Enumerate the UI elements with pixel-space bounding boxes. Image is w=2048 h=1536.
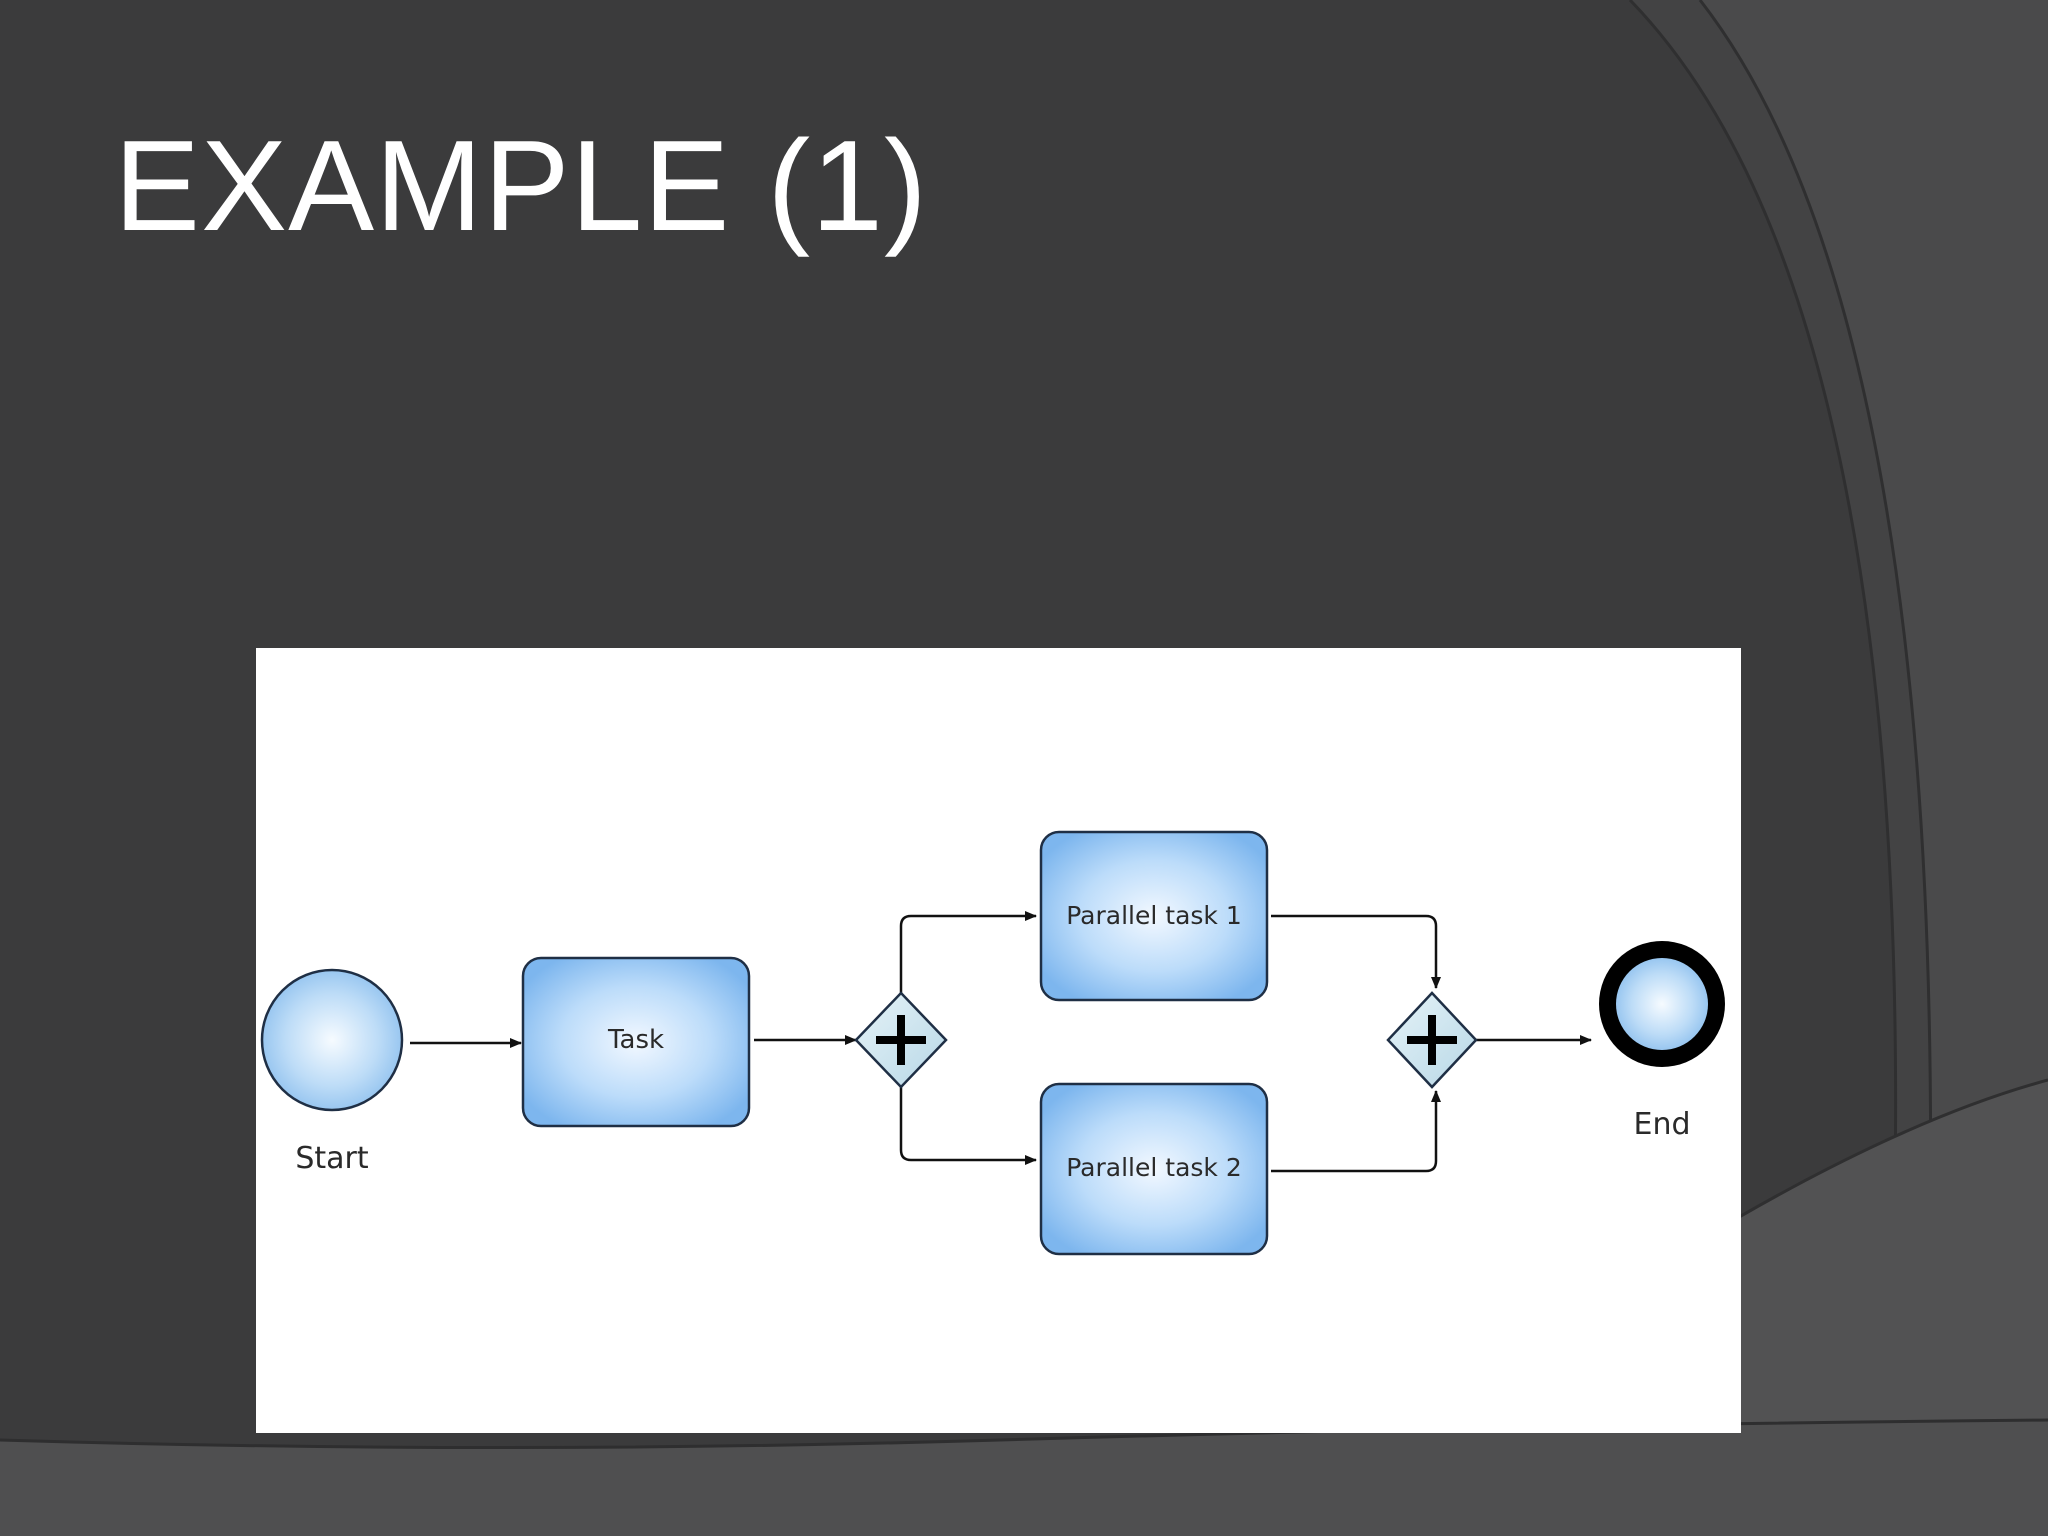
end-event-inner [1616,958,1708,1050]
plus-icon [876,1015,926,1065]
start-event-circle [260,968,404,1112]
edges [410,911,1592,1173]
parallel-task-2-node: Parallel task 2 [1039,1082,1269,1256]
plus-icon [1407,1015,1457,1065]
parallel-task-2-box [1039,1082,1269,1256]
join-gateway [1386,991,1478,1089]
bpmn-diagram: Start Task Parallel task 1 Parallel task… [256,648,1741,1433]
edge-split-to-parallel-task-1 [899,911,1037,993]
slide-title: EXAMPLE (1) [114,114,928,258]
parallel-task-2-label: Parallel task 2 [1066,1153,1242,1182]
split-gateway [854,991,948,1089]
end-event: End [1599,941,1725,1142]
edge-split-to-parallel-task-2 [899,1086,1037,1165]
edge-parallel-task-2-to-join [1271,1090,1441,1173]
start-event: Start [260,968,404,1176]
parallel-task-1-label: Parallel task 1 [1066,901,1242,930]
end-event-label: End [1633,1107,1690,1142]
parallel-task-1-node: Parallel task 1 [1039,830,1269,1002]
task-label: Task [607,1025,664,1055]
background-band-bottom [0,1420,2048,1536]
parallel-task-1-box [1039,830,1269,1002]
task-box [521,956,751,1128]
start-event-label: Start [295,1141,369,1176]
bpmn-diagram-canvas: Start Task Parallel task 1 Parallel task… [260,830,1725,1256]
task-node: Task [521,956,751,1128]
edge-parallel-task-1-to-join [1271,914,1441,989]
